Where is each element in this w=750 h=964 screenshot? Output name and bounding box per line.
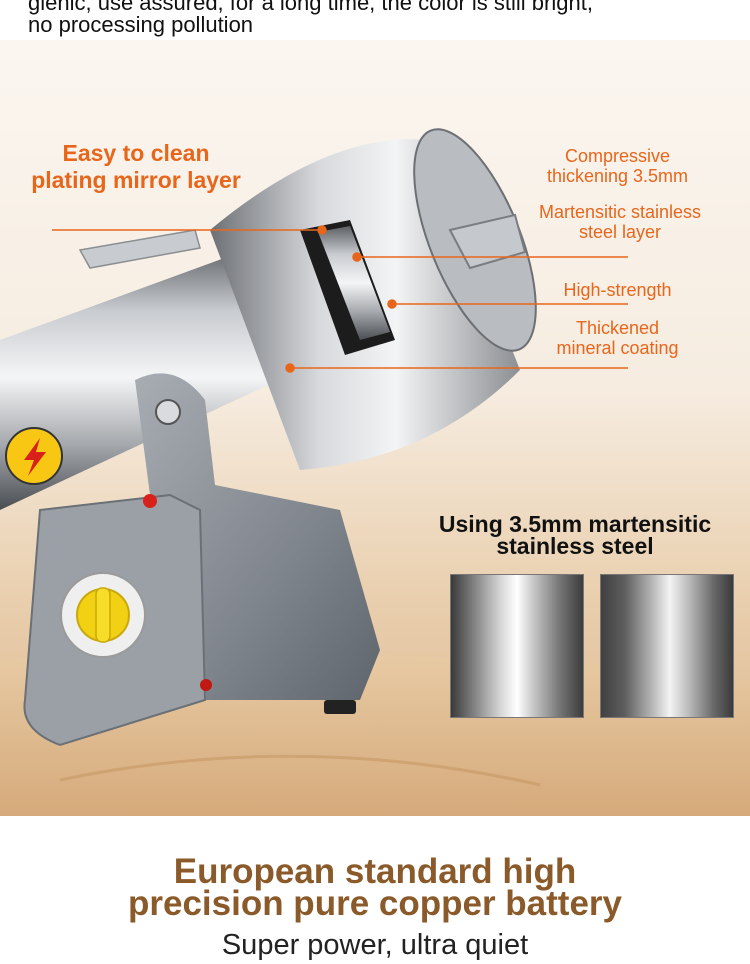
callout-compressive-line-1: Compressive	[564, 146, 671, 166]
callout-mineral-coating-line-2: mineral coating	[556, 338, 679, 358]
steel-sample-image-1	[450, 574, 584, 718]
steel-section-title-line-2: stainless steel	[496, 533, 654, 559]
callout-mineral-coating-line-1: Thickened	[575, 318, 660, 338]
callout-martensitic-line-2: steel layer	[578, 222, 662, 242]
grinder-illustration	[0, 128, 750, 816]
callout-mirror-layer-line-1: Easy to clean	[62, 140, 210, 166]
intro-text: gienic, use assured, for a long time, th…	[28, 0, 728, 36]
callout-mineral-coating: Thickened mineral coating	[530, 318, 705, 358]
callout-martensitic: Martensitic stainless steel layer	[520, 202, 720, 242]
callout-mirror-layer-line-2: plating mirror layer	[31, 167, 241, 193]
motor-heading-line-2: precision pure copper battery	[127, 884, 623, 923]
callout-high-strength: High-strength	[540, 280, 695, 300]
product-hero-image: Easy to clean plating mirror layer Compr…	[0, 40, 750, 816]
callout-high-strength-line-1: High-strength	[563, 280, 672, 300]
callout-mirror-layer: Easy to clean plating mirror layer	[16, 140, 256, 194]
callout-compressive-line-2: thickening 3.5mm	[546, 166, 689, 186]
steel-sample-image-2	[600, 574, 734, 718]
motor-heading-line-1: European standard high	[173, 852, 577, 891]
callout-martensitic-line-1: Martensitic stainless	[538, 202, 702, 222]
intro-text-line-2: no processing pollution	[28, 12, 254, 37]
steel-section-title: Using 3.5mm martensitic stainless steel	[420, 511, 730, 559]
motor-subheading: Super power, ultra quiet	[221, 929, 529, 961]
intro-text-line-1: gienic, use assured, for a long time, th…	[28, 0, 593, 15]
steel-section-title-line-1: Using 3.5mm martensitic	[438, 511, 712, 537]
callout-compressive: Compressive thickening 3.5mm	[530, 146, 705, 186]
motor-heading: European standard high precision pure co…	[0, 852, 750, 923]
